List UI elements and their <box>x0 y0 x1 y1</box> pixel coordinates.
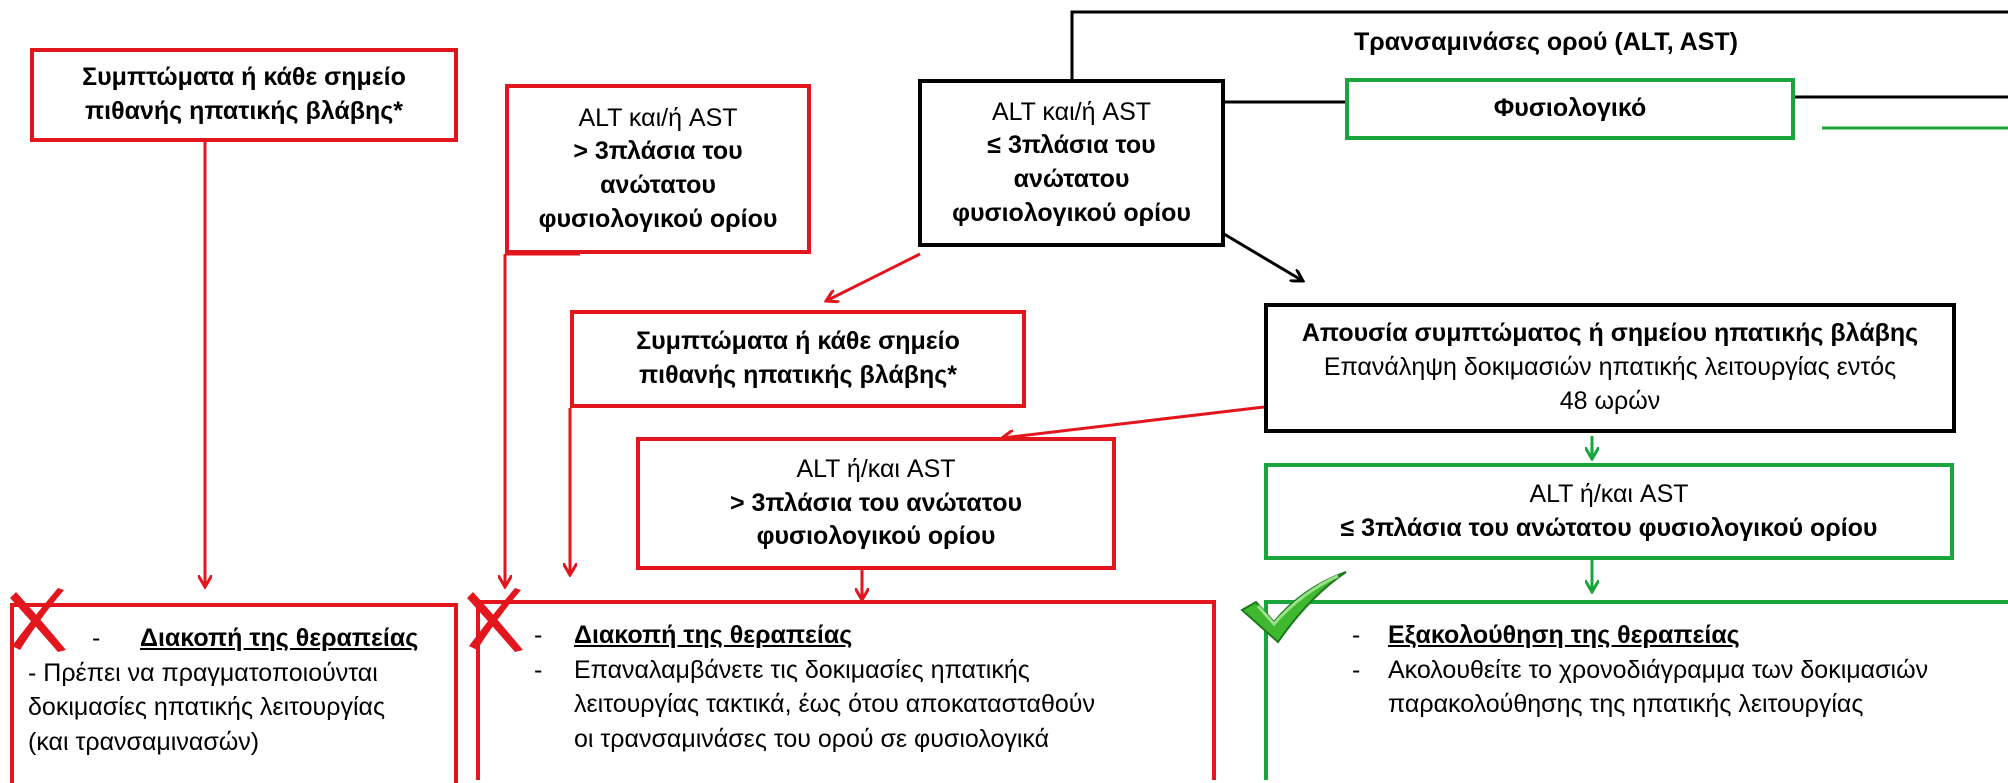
stop-therapy-title-left: Διακοπή της θεραπείας <box>140 624 419 652</box>
arrow-le3-to-absence <box>1223 232 1303 281</box>
header-frame-line <box>1070 10 2008 80</box>
stop-therapy-box-left: - Διακοπή της θεραπείας - Πρέπει να πραγ… <box>10 603 458 783</box>
symptoms-box-mid: Συμπτώματα ή κάθε σημείο πιθανής ηπατική… <box>570 310 1026 408</box>
normal-box: Φυσιολογικό <box>1345 78 1795 140</box>
alt-gt3-box-mid: ALT ή/και AST > 3πλάσια του ανώτατου φυσ… <box>636 437 1116 570</box>
stop-therapy-box-mid: - Διακοπή της θεραπείας - Επαναλαμβάνετε… <box>476 600 1216 780</box>
alt-le3-box-right: ALT ή/και AST ≤ 3πλάσια του ανώτατου φυσ… <box>1264 463 1954 560</box>
continue-therapy-title: Εξακολούθηση της θεραπείας <box>1388 621 1740 649</box>
red-cross-icon <box>467 588 523 652</box>
alt-gt3-box-top: ALT και/ή AST > 3πλάσια του ανώτατου φυσ… <box>505 84 811 254</box>
red-cross-icon <box>10 588 66 652</box>
alt-le3-box-top: ALT και/ή AST ≤ 3πλάσια του ανώτατου φυσ… <box>918 79 1225 247</box>
absence-box: Απουσία συμπτώματος ή σημείου ηπατικής β… <box>1264 303 1956 433</box>
continue-therapy-box: - Εξακολούθηση της θεραπείας - Ακολουθεί… <box>1264 600 2008 780</box>
arrow-absence-to-gt3 <box>1002 405 1265 438</box>
symptoms-box-left: Συμπτώματα ή κάθε σημείο πιθανής ηπατική… <box>30 48 458 142</box>
arrow-le3-to-symptoms <box>826 252 921 301</box>
stop-therapy-title-mid: Διακοπή της θεραπείας <box>574 621 853 649</box>
connector-lines <box>0 10 2008 764</box>
green-check-icon <box>1240 571 1347 644</box>
transaminases-title: Τρανσαμινάσες ορού (ALT, AST) <box>1354 28 1738 56</box>
